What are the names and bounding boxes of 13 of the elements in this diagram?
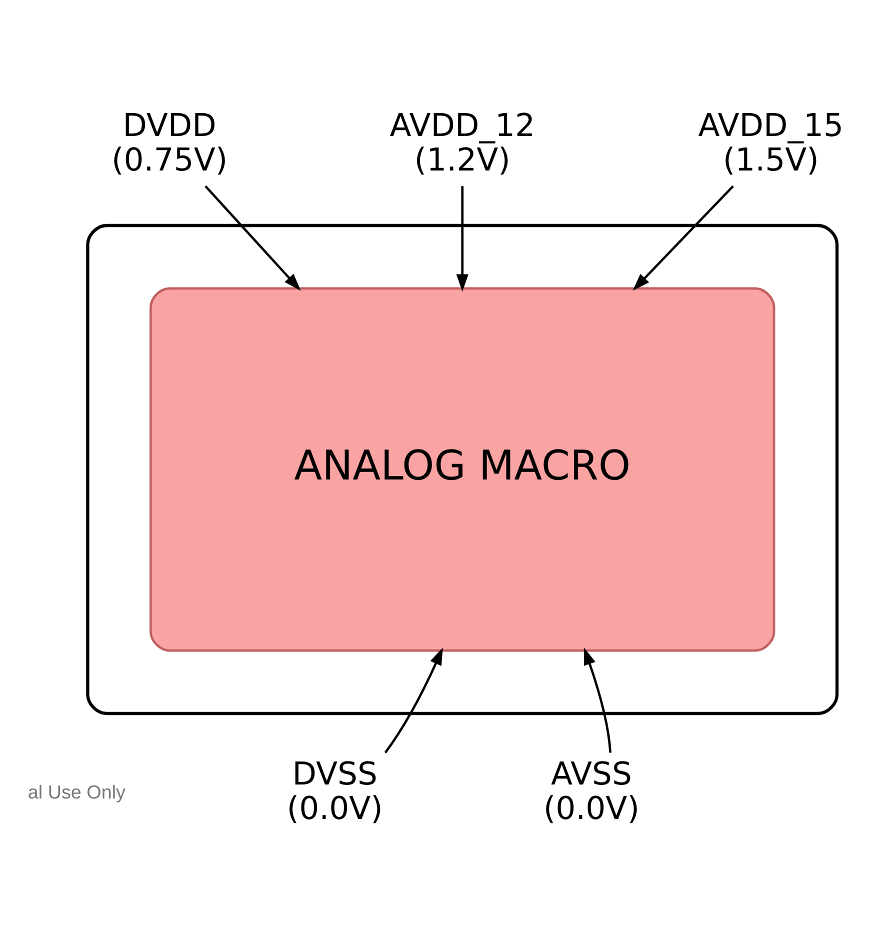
arrow xyxy=(456,186,468,292)
node-text: DVSS (0.0V) xyxy=(286,756,383,827)
node-text: AVDD_15 (1.5V) xyxy=(698,108,844,178)
node-text: AVDD_12 (1.2V) xyxy=(390,108,536,178)
node-box: ANALOG MACRO xyxy=(150,287,776,652)
arrow xyxy=(584,648,612,753)
arrow xyxy=(204,185,301,291)
node-text: AVSS (0.0V) xyxy=(543,756,640,827)
label: al Use Only xyxy=(28,782,126,804)
cluster xyxy=(86,224,839,716)
node-text: DVDD (0.75V) xyxy=(111,108,228,178)
arrow xyxy=(384,648,443,754)
arrow xyxy=(632,185,734,291)
